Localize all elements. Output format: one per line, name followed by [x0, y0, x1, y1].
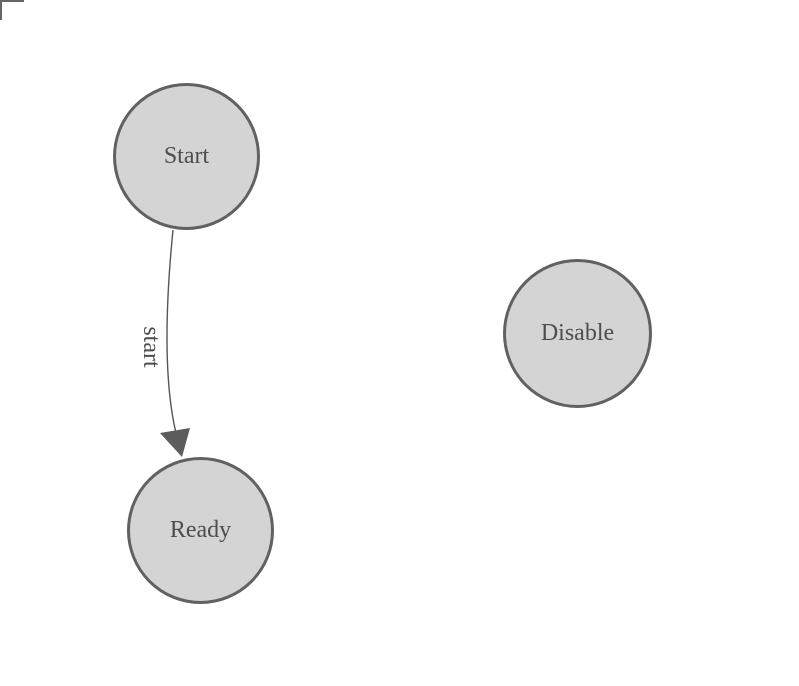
state-node-ready[interactable]: Ready: [127, 457, 274, 604]
transition-edge-start-ready[interactable]: [166, 229, 177, 434]
state-node-disable-label: Disable: [540, 320, 615, 346]
state-node-disable[interactable]: Disable: [503, 259, 652, 408]
state-node-start-label: Start: [163, 143, 210, 169]
arrowhead-icon: [160, 428, 190, 457]
state-node-start[interactable]: Start: [113, 83, 260, 230]
state-node-ready-label: Ready: [169, 517, 232, 543]
canvas-corner-mark-horizontal: [0, 0, 24, 2]
canvas-corner-mark-vertical: [0, 0, 2, 20]
transition-label[interactable]: start: [138, 326, 164, 368]
